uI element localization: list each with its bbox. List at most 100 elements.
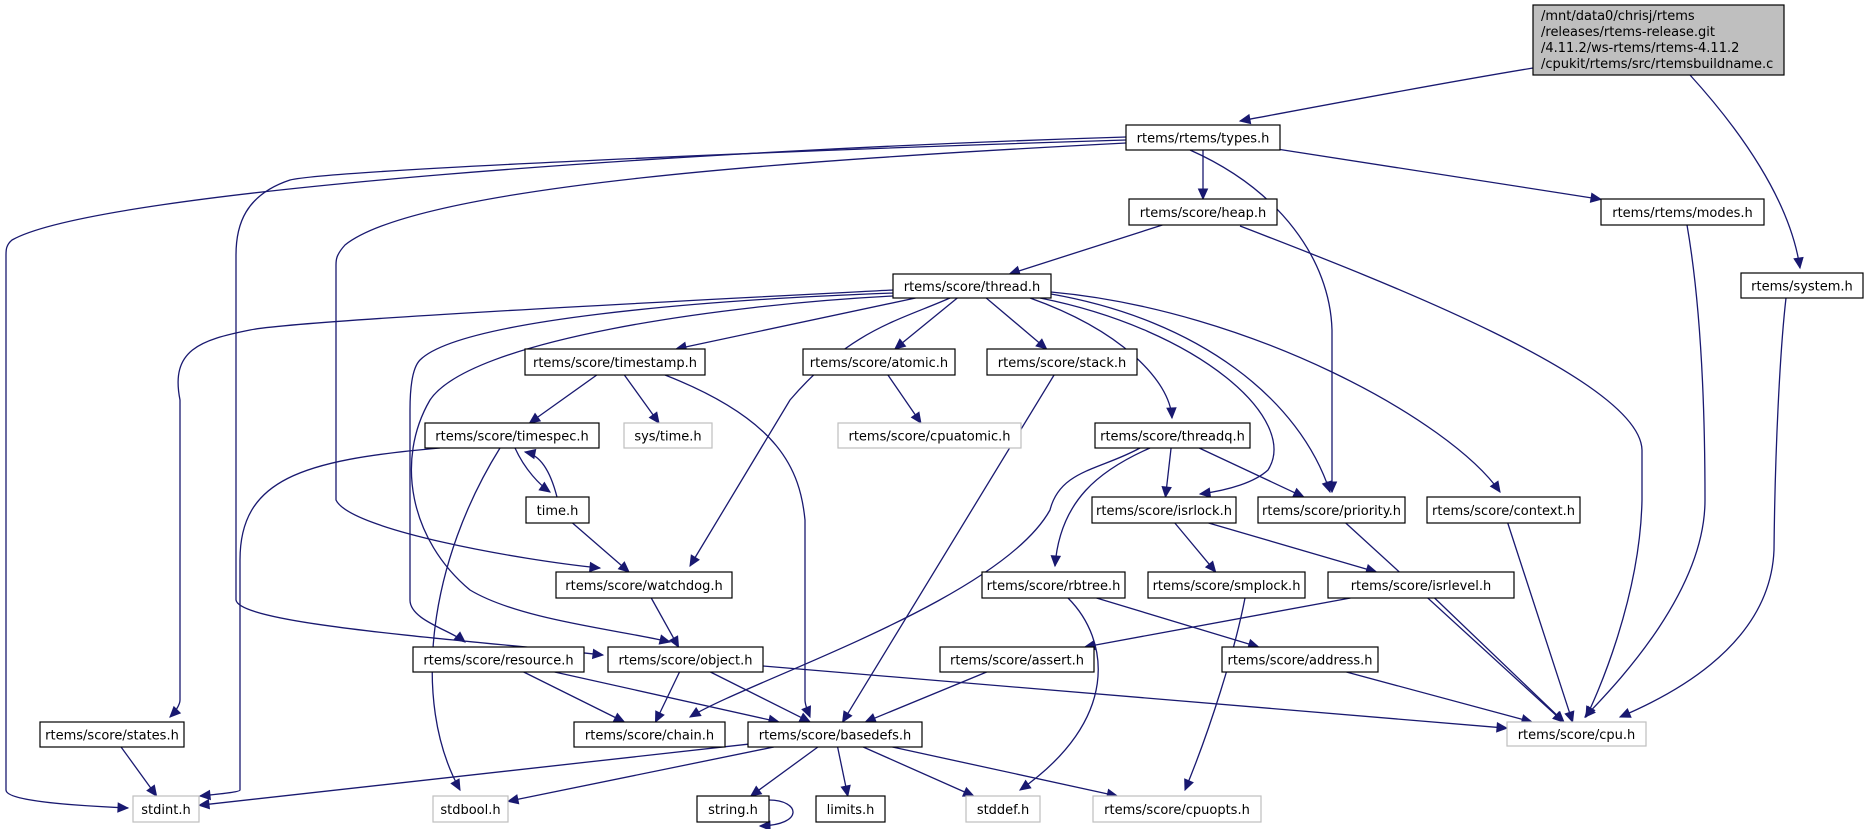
node-atomic[interactable]: rtems/score/atomic.h <box>802 348 956 376</box>
edge-timestamp-to-timespec <box>536 374 598 419</box>
edge-timestamp-to-timespec-arrowhead <box>528 412 542 424</box>
node-box <box>981 571 1126 599</box>
node-box <box>1125 124 1281 151</box>
edge-isrlevel-to-cpu <box>1434 597 1558 717</box>
node-thread[interactable]: rtems/score/thread.h <box>892 273 1052 299</box>
node-label: string.h <box>708 803 758 818</box>
node-rbtree[interactable]: rtems/score/rbtree.h <box>981 571 1126 599</box>
edge-object-to-cpu <box>762 665 1499 729</box>
node-box <box>1092 795 1262 823</box>
node-object[interactable]: rtems/score/object.h <box>607 646 764 673</box>
node-string[interactable]: string.h <box>696 795 770 823</box>
node-box <box>573 721 726 748</box>
edge-basedefs-to-string <box>757 746 819 792</box>
edge-thread-to-resource <box>409 292 894 643</box>
edge-basedefs-to-stdbool-arrowhead <box>506 794 520 805</box>
node-box <box>965 795 1041 823</box>
edge-watchdog-to-object-arrowhead <box>668 635 680 649</box>
edge-types-to-object-arrowhead <box>591 648 605 660</box>
node-limits[interactable]: limits.h <box>815 795 886 823</box>
node-types[interactable]: rtems/rtems/types.h <box>1125 124 1281 151</box>
node-time[interactable]: time.h <box>525 496 590 524</box>
edge-thread-to-object <box>410 295 894 643</box>
node-system[interactable]: rtems/system.h <box>1740 272 1864 299</box>
edge-rbtree-to-address <box>1096 597 1251 646</box>
node-box <box>555 571 733 599</box>
edge-threadq-to-chain-arrowhead <box>688 707 702 718</box>
node-heap[interactable]: rtems/score/heap.h <box>1128 198 1278 226</box>
node-label: rtems/score/address.h <box>1227 654 1372 669</box>
node-box <box>1091 496 1237 524</box>
node-address[interactable]: rtems/score/address.h <box>1221 646 1379 673</box>
edge-modes-to-cpu <box>1584 224 1706 718</box>
node-threadq[interactable]: rtems/score/threadq.h <box>1094 422 1251 449</box>
node-box <box>412 646 585 673</box>
node-modes[interactable]: rtems/rtems/modes.h <box>1600 198 1765 226</box>
node-label: rtems/score/timespec.h <box>435 430 588 445</box>
edge-basedefs-to-stddef <box>862 746 966 793</box>
node-label: rtems/score/isrlock.h <box>1096 504 1232 519</box>
edge-heap-to-thread <box>1017 224 1163 272</box>
edge-time-to-watchdog <box>572 522 623 567</box>
node-label: rtems/score/rbtree.h <box>987 579 1121 594</box>
node-box <box>802 348 956 376</box>
edge-timespec-to-time-arrowhead <box>538 481 551 493</box>
node-label: rtems/rtems/modes.h <box>1612 206 1753 221</box>
edge-isrlock-to-smplock-arrowhead <box>1204 560 1217 573</box>
edge-basedefs-to-stdint <box>207 743 749 805</box>
edge-rbtree-to-stddef <box>1019 597 1099 791</box>
edge-threadq-to-chain <box>689 447 1141 718</box>
node-box <box>607 646 764 673</box>
node-label: rtems/score/stack.h <box>998 356 1126 371</box>
edge-types-to-watchdog-arrowhead <box>589 561 602 573</box>
node-box <box>1128 198 1278 226</box>
edge-timestamp-to-systime <box>623 374 655 417</box>
node-timespec[interactable]: rtems/score/timespec.h <box>424 422 600 449</box>
node-box <box>524 348 706 376</box>
node-box <box>132 795 200 823</box>
node-watchdog[interactable]: rtems/score/watchdog.h <box>555 571 733 599</box>
node-chain[interactable]: rtems/score/chain.h <box>573 721 726 748</box>
edge-assert-to-basedefs-arrowhead <box>864 713 878 723</box>
node-cpuatomic: rtems/score/cpuatomic.h <box>837 422 1022 449</box>
node-timestamp[interactable]: rtems/score/timestamp.h <box>524 348 706 376</box>
node-label: rtems/score/assert.h <box>950 654 1084 669</box>
node-resource[interactable]: rtems/score/resource.h <box>412 646 585 673</box>
node-box <box>696 795 770 823</box>
node-isrlevel[interactable]: rtems/score/isrlevel.h <box>1327 571 1515 599</box>
edge-atomic-to-cpuatomic-arrowhead <box>910 411 922 425</box>
edge-modes-to-cpu-arrowhead <box>1584 705 1596 718</box>
node-isrlock[interactable]: rtems/score/isrlock.h <box>1091 496 1237 524</box>
edge-root-to-system-arrowhead <box>1793 256 1804 270</box>
edge-states-to-stdint-arrowhead <box>146 784 158 797</box>
node-box <box>939 646 1095 673</box>
edge-context-to-cpu-arrowhead <box>1564 710 1575 724</box>
node-label: rtems/score/isrlevel.h <box>1351 579 1492 594</box>
edge-resource-to-chain-arrowhead <box>612 712 626 723</box>
node-root[interactable]: /mnt/data0/chrisj/rtems/releases/rtems-r… <box>1532 4 1785 76</box>
edge-root-to-system <box>1689 74 1801 269</box>
node-priority[interactable]: rtems/score/priority.h <box>1257 496 1406 524</box>
edge-types-to-modes <box>1279 148 1593 199</box>
nodes-layer: /mnt/data0/chrisj/rtems/releases/rtems-r… <box>39 4 1864 823</box>
edge-basedefs-to-stdint-arrowhead <box>197 798 211 810</box>
node-box <box>837 422 1022 449</box>
node-box <box>424 422 600 449</box>
node-label: rtems/score/priority.h <box>1262 504 1401 519</box>
edge-thread-to-atomic <box>901 297 958 344</box>
node-label: rtems/score/threadq.h <box>1100 430 1245 445</box>
node-basedefs[interactable]: rtems/score/basedefs.h <box>747 721 923 748</box>
node-assert[interactable]: rtems/score/assert.h <box>939 646 1095 673</box>
edge-basedefs-to-stdbool <box>516 746 774 801</box>
node-label: rtems/score/context.h <box>1432 504 1575 519</box>
node-stack[interactable]: rtems/score/stack.h <box>986 348 1138 376</box>
node-context[interactable]: rtems/score/context.h <box>1426 496 1581 524</box>
node-smplock[interactable]: rtems/score/smplock.h <box>1147 571 1306 599</box>
edge-types-to-object <box>235 139 1127 656</box>
node-states[interactable]: rtems/score/states.h <box>39 721 185 748</box>
edge-system-to-cpu <box>1619 297 1787 718</box>
node-label: rtems/score/thread.h <box>904 280 1041 295</box>
node-box <box>1740 272 1864 299</box>
edge-basedefs-to-limits-arrowhead <box>840 784 851 798</box>
edge-root-to-types-arrowhead <box>1238 113 1252 125</box>
